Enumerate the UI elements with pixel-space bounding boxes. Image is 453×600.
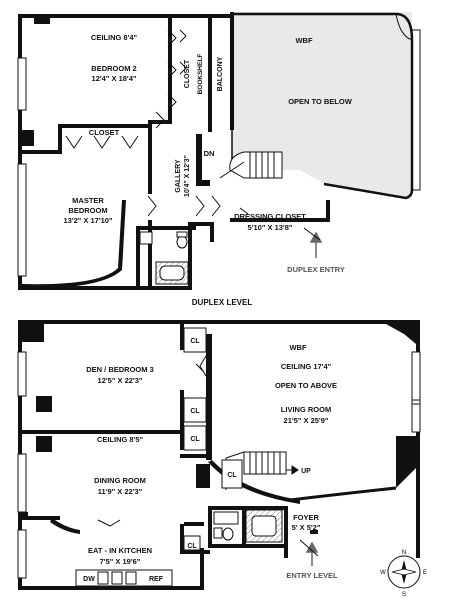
compass-s: S: [402, 592, 406, 598]
dressing-closet-name: DRESSING CLOSET: [234, 212, 306, 221]
closet-label-1: CL: [190, 338, 200, 345]
duplex-entry-label: DUPLEX ENTRY: [287, 265, 345, 274]
dining-room-name: DINING ROOM: [94, 476, 146, 485]
living-room-name: LIVING ROOM: [281, 405, 331, 414]
duplex-entry-arrow: [303, 227, 323, 258]
dishwasher-label: DW: [83, 576, 95, 583]
lower-bath: [213, 509, 283, 543]
lower-walls: [18, 320, 420, 590]
bookshelf-label: BOOKSHELF: [197, 54, 204, 95]
upper-ceiling-label: CEILING 8'4": [91, 33, 138, 42]
open-to-below-label: OPEN TO BELOW: [288, 97, 353, 106]
foyer-name: FOYER: [293, 513, 319, 522]
lower-closets: [183, 327, 243, 551]
upper-bath: [139, 231, 189, 285]
upper-windows: [17, 29, 421, 277]
stairs-down-label: DN: [204, 149, 215, 158]
closet-label-2: CL: [190, 408, 200, 415]
kitchen-counters: [75, 569, 173, 587]
closet-doors-upper: [65, 29, 249, 217]
dining-room-size: 11'9" X 22'3": [98, 487, 143, 496]
compass-w: W: [380, 570, 386, 576]
stairs-up-label: UP: [301, 468, 311, 475]
refrigerator-label: REF: [149, 576, 164, 583]
duplex-level-plan: CEILING 8'4" BEDROOM 2 12'4" X 18'4" CLO…: [17, 12, 421, 307]
living-room-size: 21'5" X 25'9": [284, 416, 329, 425]
compass-e: E: [423, 570, 427, 576]
master-bedroom-name-1: MASTER: [72, 196, 104, 205]
entry-arrow: [299, 539, 319, 566]
lower-wbf-label: WBF: [289, 343, 306, 352]
entry-level-label: ENTRY LEVEL: [286, 571, 338, 580]
upper-wbf-label: WBF: [295, 36, 312, 45]
gallery-name: GALLERY: [175, 159, 182, 193]
kitchen-size: 7'5" X 19'6": [100, 557, 141, 566]
kitchen-name: EAT - IN KITCHEN: [88, 546, 152, 555]
bedroom2-size: 12'4" X 18'4": [92, 74, 137, 83]
entry-level-plan: WBF CEILING 17'4" OPEN TO ABOVE LIVING R…: [17, 320, 421, 590]
foyer-size: 5' X 5'2": [292, 523, 321, 532]
compass-rose: N S E W: [380, 550, 427, 598]
lower-windows: [17, 351, 421, 579]
closet-label-3: CL: [190, 436, 200, 443]
upper-stair: [219, 151, 283, 179]
bedroom2-closet-label: CLOSET: [184, 59, 191, 88]
dressing-closet-size: 5'10" X 13'8": [248, 223, 293, 232]
closet-label-4: CL: [227, 472, 237, 479]
master-closet-label: CLOSET: [89, 128, 120, 137]
bedroom2-name: BEDROOM 2: [91, 64, 136, 73]
master-bedroom-size: 13'2" X 17'10": [63, 216, 112, 225]
ceiling-low-label: CEILING 8'5": [97, 435, 144, 444]
balcony-label: BALCONY: [217, 56, 224, 91]
compass-n: N: [402, 550, 406, 556]
duplex-level-label: DUPLEX LEVEL: [192, 298, 253, 307]
ceiling-high-label: CEILING 17'4": [281, 362, 332, 371]
gallery-size: 10'4" X 12'3": [184, 155, 191, 197]
closet-label-5: CL: [187, 543, 197, 550]
den-size: 12'5" X 22'3": [98, 376, 143, 385]
open-to-above-label: OPEN TO ABOVE: [275, 381, 337, 390]
den-name: DEN / BEDROOM 3: [86, 365, 154, 374]
master-bedroom-name-2: BEDROOM: [68, 206, 107, 215]
